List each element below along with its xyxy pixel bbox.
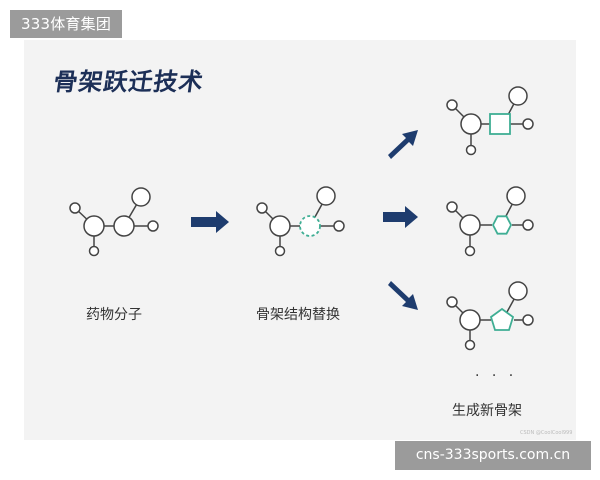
ring-atom (459, 309, 481, 331)
substituent-atom (508, 86, 528, 106)
site-url-badge: cns-333sports.com.cn (395, 441, 591, 470)
ring-atom (459, 214, 481, 236)
down-right-arrow-icon (388, 281, 418, 310)
substituent-atom (464, 245, 476, 257)
ring-atom (83, 215, 105, 237)
hexagon-scaffold-core (491, 215, 513, 235)
brand-badge: 333体育集团 (10, 10, 122, 38)
scaffold-replacement-molecule (256, 186, 345, 257)
right-arrow-icon (383, 206, 418, 228)
new-scaffold-pentagon (446, 281, 534, 351)
substituent-atom (147, 220, 159, 232)
substituent-atom (256, 202, 268, 214)
dashed-scaffold-core (299, 215, 321, 237)
more-ellipsis: · · · (475, 368, 518, 384)
diagram-panel (24, 40, 576, 440)
substituent-atom (446, 99, 458, 111)
up-right-arrow-icon (388, 130, 418, 159)
ring-atom (113, 215, 135, 237)
substituent-atom (522, 314, 534, 326)
substituent-atom (522, 219, 534, 231)
substituent-atom (88, 245, 100, 257)
substituent-atom (464, 339, 476, 351)
label-new-scaffold: 生成新骨架 (452, 403, 522, 419)
substituent-atom (508, 281, 528, 301)
watermark: CSDN @CoolCool999 (520, 430, 573, 436)
label-scaffold-replacement: 骨架结构替换 (256, 307, 340, 323)
pentagon-scaffold-core (489, 307, 515, 331)
substituent-atom (465, 144, 477, 156)
drug-molecule (69, 187, 159, 257)
substituent-atom (69, 202, 81, 214)
substituent-atom (446, 201, 458, 213)
substituent-atom (506, 186, 526, 206)
substituent-atom (316, 186, 336, 206)
ring-atom (460, 113, 482, 135)
substituent-atom (446, 296, 458, 308)
substituent-atom (131, 187, 151, 207)
square-scaffold-core (489, 113, 511, 135)
right-arrow-icon (191, 211, 229, 233)
substituent-atom (522, 118, 534, 130)
ring-atom (269, 215, 291, 237)
label-drug-molecule: 药物分子 (86, 307, 142, 323)
new-scaffold-hexagon (446, 186, 534, 257)
substituent-atom (333, 220, 345, 232)
substituent-atom (274, 245, 286, 257)
new-scaffold-square (446, 86, 534, 156)
